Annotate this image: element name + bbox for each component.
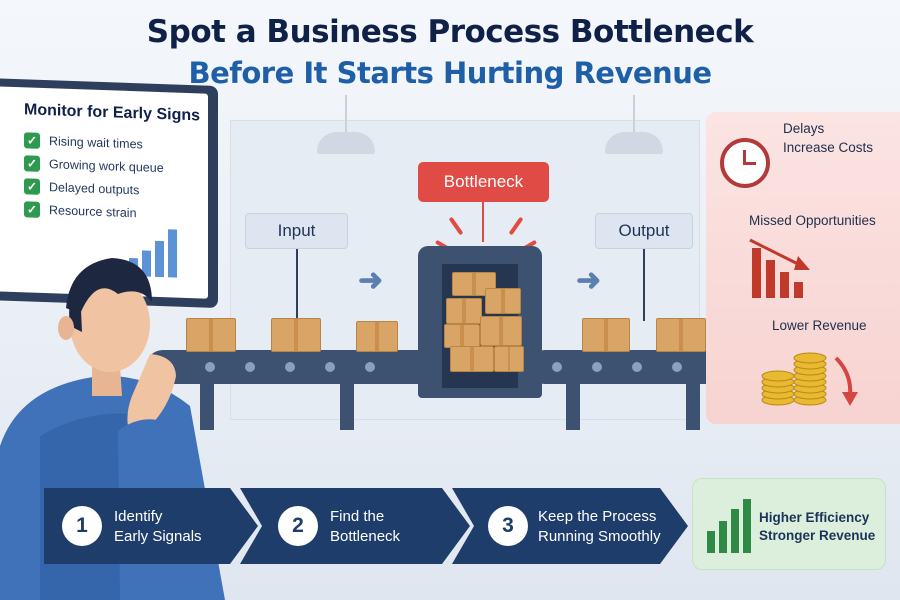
conveyor-leg [340,384,354,430]
roller [632,362,642,372]
step-number: 1 [62,506,102,546]
checkmark-icon: ✓ [24,177,40,195]
ceiling-lamp-icon [605,132,663,154]
arrow-right-icon: ➜ [358,264,384,297]
package-box [480,316,522,346]
step-2: 2 Find the Bottleneck [240,488,470,564]
lamp-wire [633,95,635,133]
package-box [485,288,521,314]
output-label: Output [595,213,693,249]
input-label: Input [245,213,348,249]
ceiling-lamp-icon [317,132,375,154]
checkmark-icon: ✓ [24,154,40,172]
result-line: Stronger Revenue [759,528,876,543]
impact-delays-line2: Increase Costs [783,140,874,155]
checkmark-icon: ✓ [24,131,40,149]
sign-label: Growing work queue [49,156,164,175]
conveyor-leg [200,384,214,430]
step-line: Keep the Process [538,508,657,525]
step-number: 2 [278,506,318,546]
checkmark-icon: ✓ [24,200,40,218]
step-line: Bottleneck [330,528,401,545]
step-text: Keep the Process Running Smoothly [538,507,661,547]
result-text: Higher Efficiency Stronger Revenue [759,509,875,545]
result-box: Higher Efficiency Stronger Revenue [692,478,886,570]
conveyor-leg [566,384,580,430]
conveyor-leg [686,384,700,430]
impact-revenue: Lower Revenue [772,318,867,333]
roller [205,362,215,372]
monitor-title: Monitor for Early Signs [24,101,201,125]
roller [285,362,295,372]
step-text: Identify Early Signals [114,507,202,547]
package-box [656,318,706,352]
impact-missed: Missed Opportunities [749,213,876,228]
impact-delays-line1: Delays [783,121,825,136]
step-number: 3 [488,506,528,546]
package-box [446,298,482,324]
label-stem [643,249,645,321]
package-box [356,321,398,352]
sign-label: Rising wait times [49,133,143,151]
roller [245,362,255,372]
package-box [494,346,524,372]
package-box [450,346,494,372]
step-3: 3 Keep the Process Running Smoothly [452,488,688,564]
coin-stack-icon [761,352,858,406]
step-text: Find the Bottleneck [330,507,400,547]
arrow-right-icon: ➜ [576,264,602,297]
sign-label: Delayed outputs [49,179,140,197]
label-stem [296,249,298,319]
roller [365,362,375,372]
headline: Spot a Business Process Bottleneck [146,14,754,50]
package-box [186,318,236,352]
growth-bar-chart-icon [707,499,751,553]
roller [325,362,335,372]
step-line: Find the [330,508,385,525]
roller [672,362,682,372]
roller [552,362,562,372]
subheadline: Before It Starts Hurting Revenue [188,56,712,90]
bottleneck-stem [482,202,484,242]
package-box [271,318,321,352]
roller [592,362,602,372]
sign-label: Resource strain [49,202,137,220]
declining-bar-chart-icon [749,238,810,298]
bottleneck-label: Bottleneck [418,162,549,202]
package-box [444,324,480,348]
step-line: Early Signals [114,528,202,545]
step-line: Identify [114,508,163,525]
package-box [582,318,630,352]
step-line: Running Smoothly [538,528,661,545]
clock-icon [720,138,770,188]
lamp-wire [345,95,347,133]
result-line: Higher Efficiency [759,510,870,525]
step-1: 1 Identify Early Signals [44,488,258,564]
